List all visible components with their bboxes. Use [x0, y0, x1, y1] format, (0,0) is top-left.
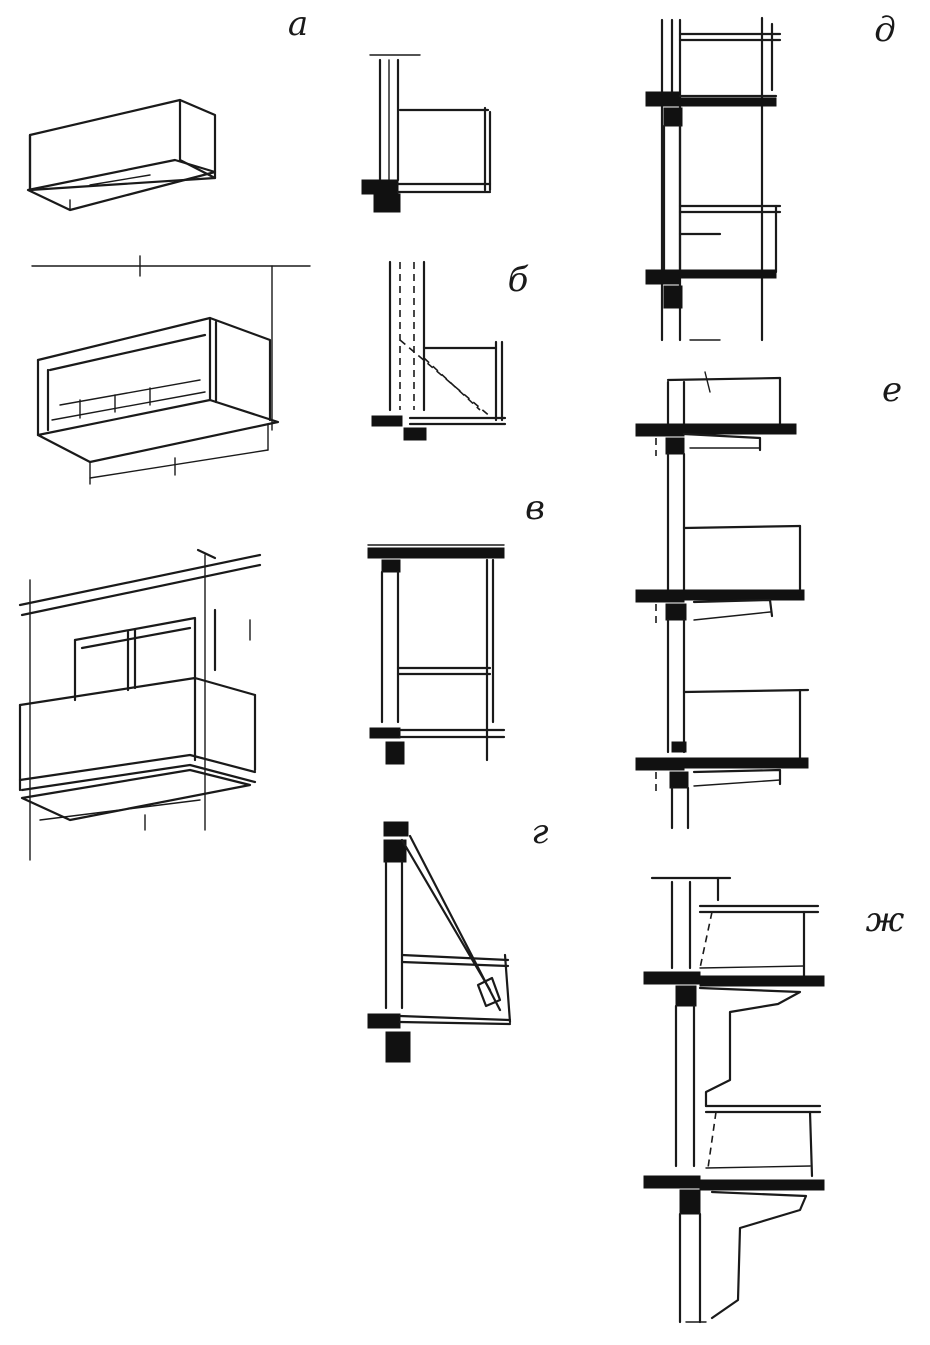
label-g: г: [531, 812, 549, 852]
label-v: в: [525, 488, 545, 528]
section-v: [367, 544, 506, 765]
section-b: [371, 260, 507, 441]
label-d: д: [874, 10, 896, 50]
label-zh: ж: [865, 900, 905, 940]
label-b: б: [507, 260, 529, 300]
perspective-balcony-2: [31, 255, 311, 485]
perspective-balcony-3: [18, 548, 262, 861]
section-e: [635, 371, 810, 830]
section-g: [367, 821, 512, 1063]
section-zh: [643, 876, 825, 1324]
section-d: [645, 16, 782, 342]
label-e: е: [881, 370, 903, 410]
perspective-balcony-1: [26, 98, 217, 212]
section-a: [361, 54, 492, 213]
label-a: а: [287, 4, 309, 44]
